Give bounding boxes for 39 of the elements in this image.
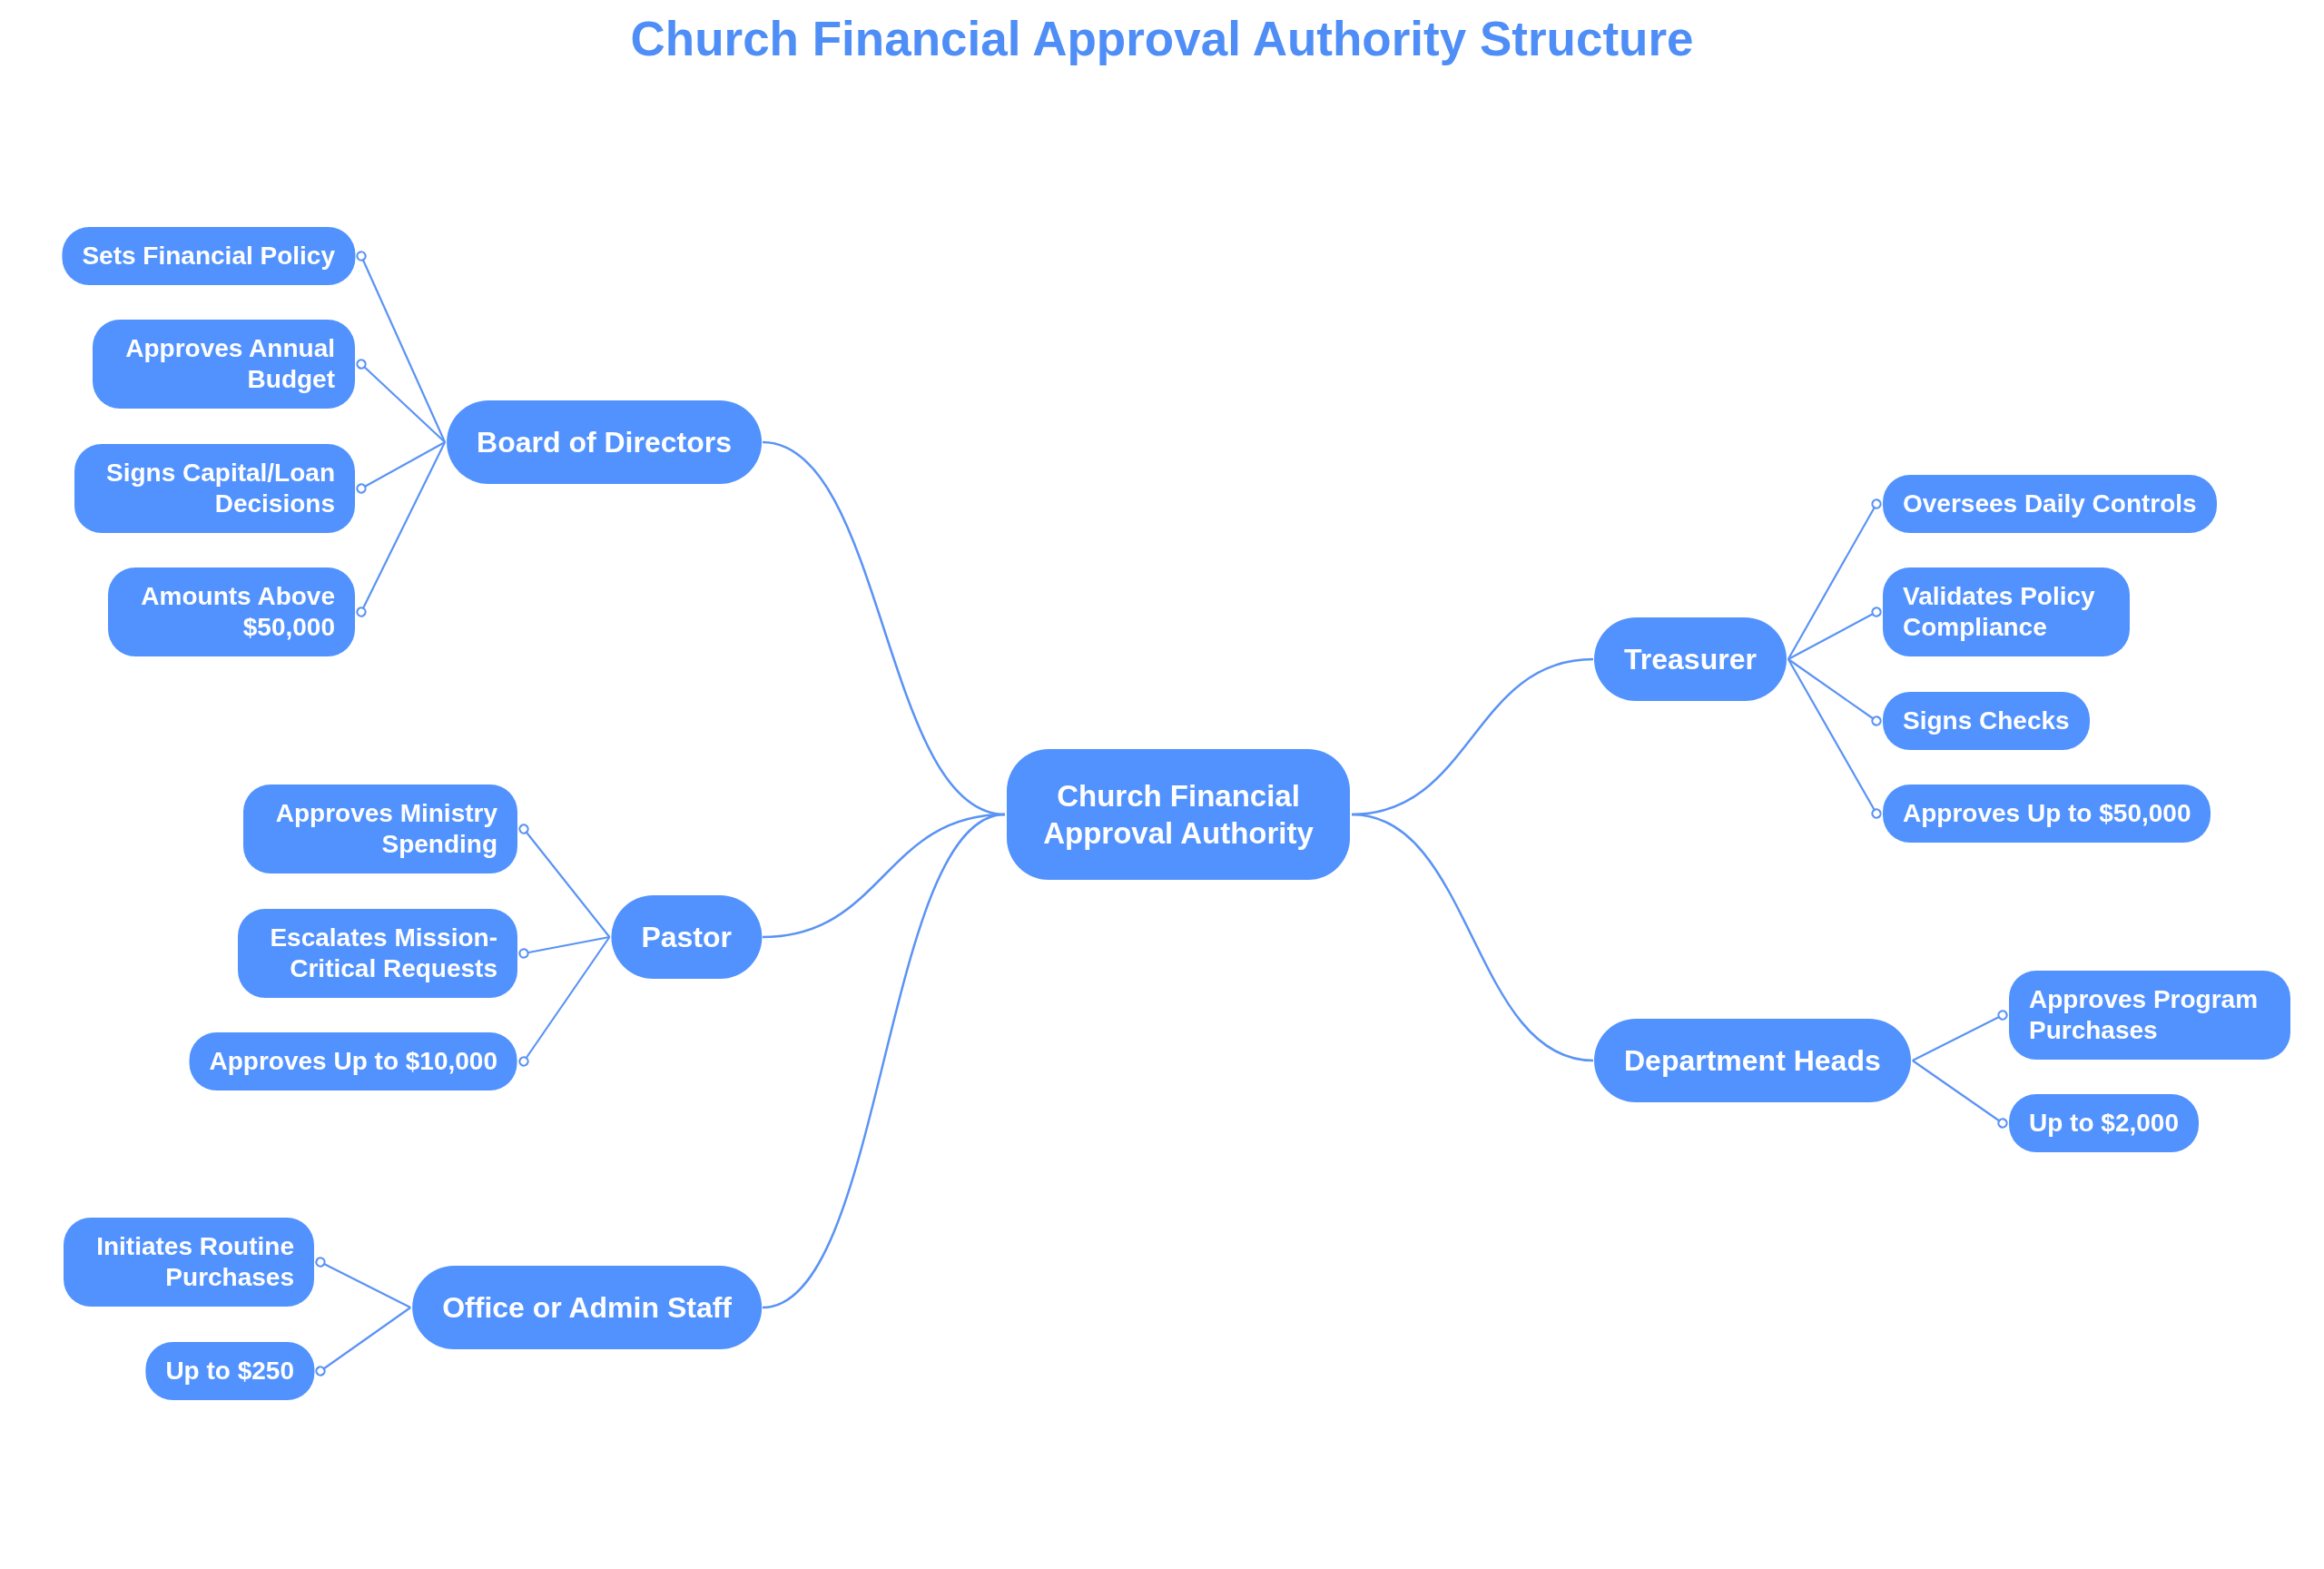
branch-line	[315, 1257, 411, 1308]
branch-line	[356, 359, 446, 443]
branch-line	[1787, 498, 1882, 660]
subtopic-box: Approves Up to $10,000	[189, 1032, 517, 1090]
branch-line	[1912, 1060, 2008, 1129]
diagram-title: Church Financial Approval Authority Structure	[630, 11, 1694, 67]
curved-connector	[762, 813, 1006, 1309]
branch-line	[518, 936, 611, 1067]
subtopic-box: Oversees Daily Controls	[1883, 475, 2217, 533]
subtopic-box: Signs Capital/Loan Decisions	[74, 444, 355, 533]
subtopic-box: Validates Policy Compliance	[1883, 567, 2130, 656]
branch-line	[1787, 658, 1882, 819]
subtopic-box: Amounts Above $50,000	[108, 567, 355, 656]
branch-line	[315, 1307, 411, 1377]
branch-line	[356, 251, 447, 443]
central-topic-box: Church Financial Approval Authority	[1007, 749, 1350, 880]
curved-connector	[1351, 813, 1594, 1062]
subtopic-box: Up to $250	[145, 1342, 314, 1400]
subtopic-box: Approves Ministry Spending	[243, 784, 517, 873]
branch-topic-box: Treasurer	[1594, 617, 1787, 701]
branch-line	[1912, 1010, 2008, 1061]
branch-line	[356, 441, 446, 494]
branch-topic-box: Office or Admin Staff	[412, 1266, 762, 1349]
subtopic-box: Sets Financial Policy	[62, 227, 355, 285]
subtopic-box: Approves Annual Budget	[93, 320, 355, 409]
subtopic-box: Initiates Routine Purchases	[64, 1218, 314, 1307]
branch-line	[1787, 607, 1882, 660]
subtopic-box: Approves Program Purchases	[2009, 971, 2290, 1060]
subtopic-box: Approves Up to $50,000	[1883, 784, 2211, 843]
branch-line	[518, 824, 611, 938]
subtopic-box: Signs Checks	[1883, 692, 2090, 750]
branch-line	[1787, 658, 1882, 726]
branch-line	[356, 441, 447, 617]
branch-topic-box: Board of Directors	[447, 400, 762, 484]
subtopic-box: Up to $2,000	[2009, 1094, 2199, 1152]
branch-topic-box: Department Heads	[1594, 1019, 1911, 1102]
branch-topic-box: Pastor	[611, 895, 762, 979]
branch-line	[518, 935, 610, 959]
subtopic-box: Escalates Mission-Critical Requests	[238, 909, 517, 998]
